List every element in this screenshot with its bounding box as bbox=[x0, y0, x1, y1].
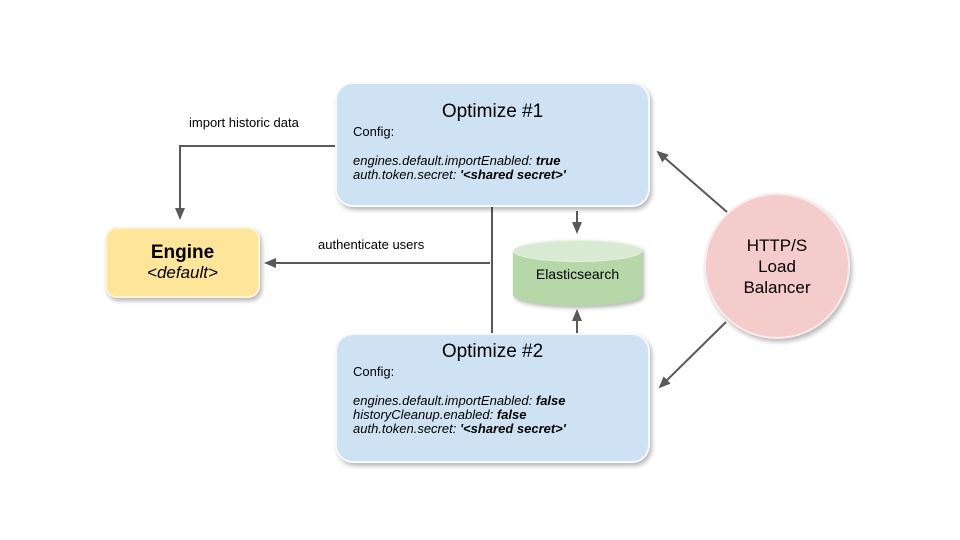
optimize-2-node: Optimize #2 Config: engines.default.impo… bbox=[335, 333, 650, 463]
edge-label-authenticate-users: authenticate users bbox=[318, 237, 425, 252]
elasticsearch-node: Elasticsearch bbox=[513, 240, 642, 306]
optimize-2-config-lines: engines.default.importEnabled: false his… bbox=[353, 394, 648, 436]
load-balancer-line-2: Load bbox=[758, 256, 796, 276]
optimize-1-config-label: Config: bbox=[353, 124, 395, 139]
load-balancer-line-3: Balancer bbox=[743, 277, 811, 297]
elasticsearch-label: Elasticsearch bbox=[535, 266, 620, 282]
engine-subtitle: <default> bbox=[147, 263, 218, 282]
engine-node: Engine <default> bbox=[105, 227, 260, 298]
edge-label-import-historic-data: import historic data bbox=[189, 115, 299, 130]
config-line: historyCleanup.enabled: false bbox=[353, 407, 527, 422]
load-balancer-node: HTTP/S Load Balancer bbox=[704, 193, 850, 339]
config-line: engines.default.importEnabled: true bbox=[353, 153, 561, 168]
config-line: engines.default.importEnabled: false bbox=[353, 393, 566, 408]
cylinder-top bbox=[513, 240, 642, 262]
engine-title: Engine bbox=[150, 242, 215, 263]
optimize-1-node: Optimize #1 Config: engines.default.impo… bbox=[335, 82, 650, 207]
edge-loadbalancer-optimize2 bbox=[658, 321, 727, 389]
config-line: auth.token.secret: '<shared secret>' bbox=[353, 167, 566, 182]
cylinder-bottom bbox=[513, 284, 642, 306]
edge-import-historic-data bbox=[175, 145, 335, 220]
optimize-2-title: Optimize #2 bbox=[441, 341, 544, 362]
optimize-1-title: Optimize #1 bbox=[441, 101, 544, 122]
optimize-2-config-label: Config: bbox=[353, 364, 395, 379]
optimize-1-config-lines: engines.default.importEnabled: true auth… bbox=[353, 154, 648, 182]
config-line: auth.token.secret: '<shared secret>' bbox=[353, 421, 566, 436]
load-balancer-line-1: HTTP/S bbox=[746, 235, 808, 255]
edge-loadbalancer-optimize1 bbox=[656, 150, 728, 213]
